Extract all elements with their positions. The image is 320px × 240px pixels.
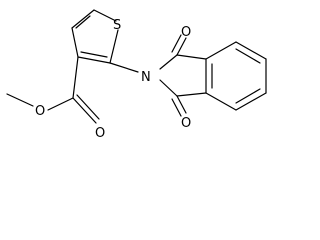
bond-c1-c7a (176, 54, 207, 60)
ester-carbonyl-oxygen-label: O (95, 126, 105, 141)
sulfur-label: S (113, 18, 121, 33)
bond-c5b-c4b (235, 92, 267, 111)
bond-c3-carbonyl (72, 56, 79, 99)
bond-c3-c2-double (80, 51, 108, 58)
bond-c5-c4 (71, 9, 95, 29)
bond-c4-c3 (71, 27, 79, 58)
bond-carbonyl-o-double-a (72, 97, 97, 124)
bond-s-c5 (93, 9, 117, 22)
imide-lower-oxygen-label: O (181, 116, 191, 131)
structure-diagram: S N O O O O (6, 9, 267, 141)
bond-c1-o-upper-b (171, 34, 182, 53)
imide-upper-oxygen-label: O (181, 25, 191, 40)
bond-n-c1 (159, 54, 178, 70)
ester-methoxy-oxygen-label: O (35, 104, 45, 119)
bond-c3-o-lower-b (171, 98, 182, 117)
bond-c7-c6 (235, 41, 267, 60)
molecule-drawing: S N O O O O (6, 9, 267, 141)
bond-n-c3 (159, 79, 178, 97)
nitrogen-label: N (141, 70, 151, 85)
bond-c4b-c3a (205, 92, 237, 111)
bond-c5b-c4b-double (235, 88, 261, 104)
bond-c3-c2 (77, 56, 111, 64)
bond-c3-o-lower-a (176, 95, 187, 114)
bond-carbonyl-o-double-b (76, 94, 100, 120)
bond-c5-c4-double (75, 15, 91, 29)
bond-c3-c3a (176, 92, 207, 97)
bond-c7a-c7 (205, 41, 237, 60)
bond-c2-n (109, 62, 139, 73)
bond-c2-s (109, 29, 119, 64)
bond-c7-c6-double (235, 48, 261, 64)
bond-c1-o-upper-a (176, 37, 187, 56)
bond-carbonyl-o-single (47, 97, 74, 111)
bond-o-methyl (6, 93, 34, 107)
